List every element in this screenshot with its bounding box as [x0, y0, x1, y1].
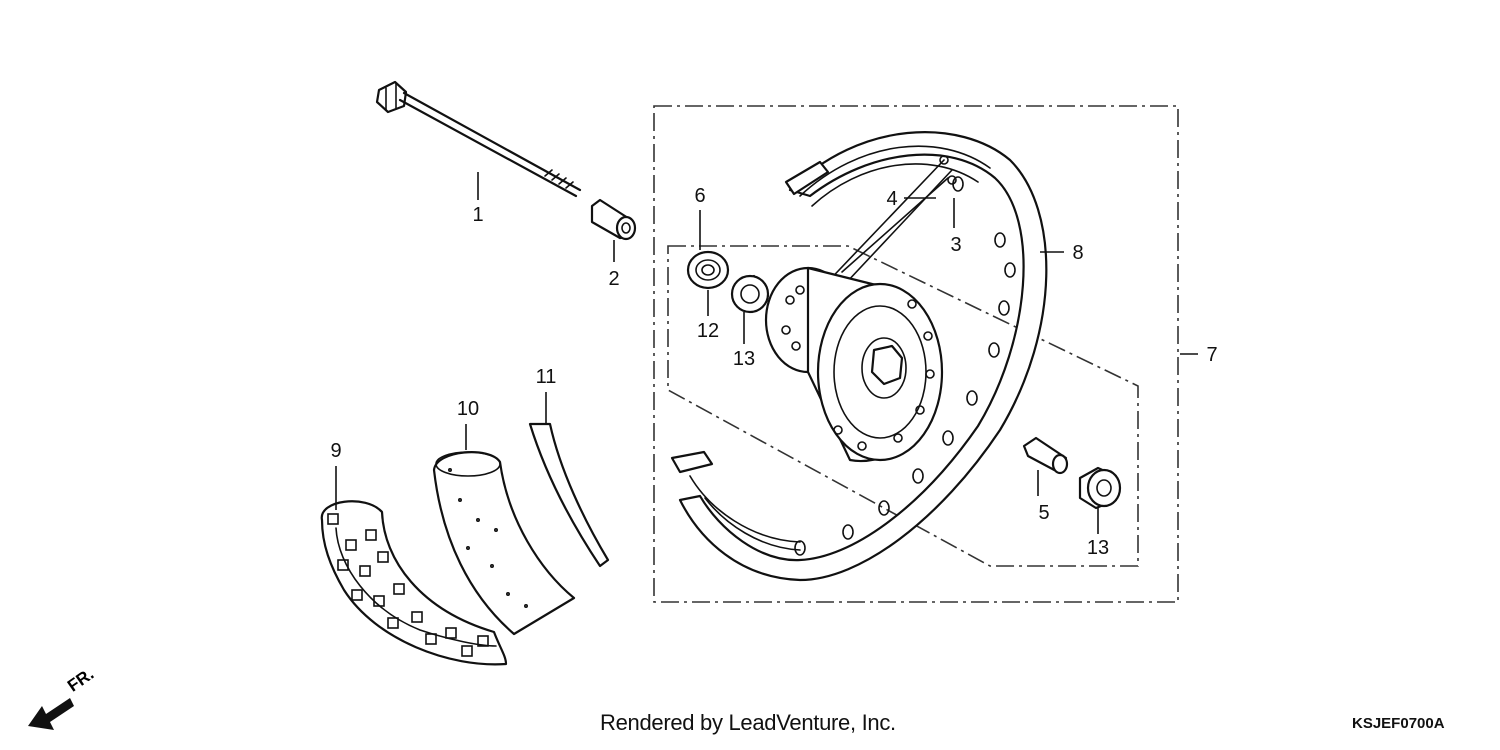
leader-lines — [335, 172, 1198, 534]
front-hub — [764, 266, 944, 463]
callout-labels: 1 2 3 4 5 6 7 8 9 10 11 12 13 13 — [330, 185, 1217, 559]
hub-subassembly-box — [667, 245, 1139, 567]
callout-10: 10 — [457, 398, 479, 420]
hub-flange-holes — [781, 285, 935, 451]
part-13-bearing-left — [730, 274, 770, 314]
render-credit: Rendered by LeadVenture, Inc. — [600, 710, 896, 735]
callout-9: 9 — [330, 440, 341, 462]
callout-13-right: 13 — [1087, 537, 1109, 559]
callout-11: 11 — [536, 366, 557, 388]
callout-1: 1 — [472, 204, 483, 226]
rim-spoke-holes — [794, 176, 1016, 556]
diagram-code: KSJEF0700A — [1352, 715, 1445, 732]
part-6-dust-seal — [686, 250, 730, 290]
callout-7: 7 — [1206, 344, 1217, 366]
part-5-distance-collar — [1022, 436, 1069, 475]
part-10-tube — [432, 451, 576, 636]
tire-knobs — [327, 513, 489, 657]
callout-12: 12 — [697, 320, 719, 342]
callout-4: 4 — [886, 188, 897, 210]
front-arrow-icon — [28, 698, 74, 730]
part-13-bearing-right — [1078, 466, 1122, 510]
part-11-rim-band — [528, 422, 610, 568]
part-2-collar — [590, 198, 637, 241]
part-8-rim — [670, 131, 1048, 582]
tube-texture — [447, 467, 528, 608]
part-9-tire — [320, 500, 508, 666]
callout-8: 8 — [1072, 242, 1083, 264]
callout-6: 6 — [694, 185, 705, 207]
callout-3: 3 — [950, 234, 961, 256]
part-1-axle-bolt — [375, 80, 582, 198]
callout-5: 5 — [1038, 502, 1049, 524]
callout-2: 2 — [608, 268, 619, 290]
callout-13-left: 13 — [733, 348, 755, 370]
wheel-assembly-box — [653, 105, 1179, 603]
